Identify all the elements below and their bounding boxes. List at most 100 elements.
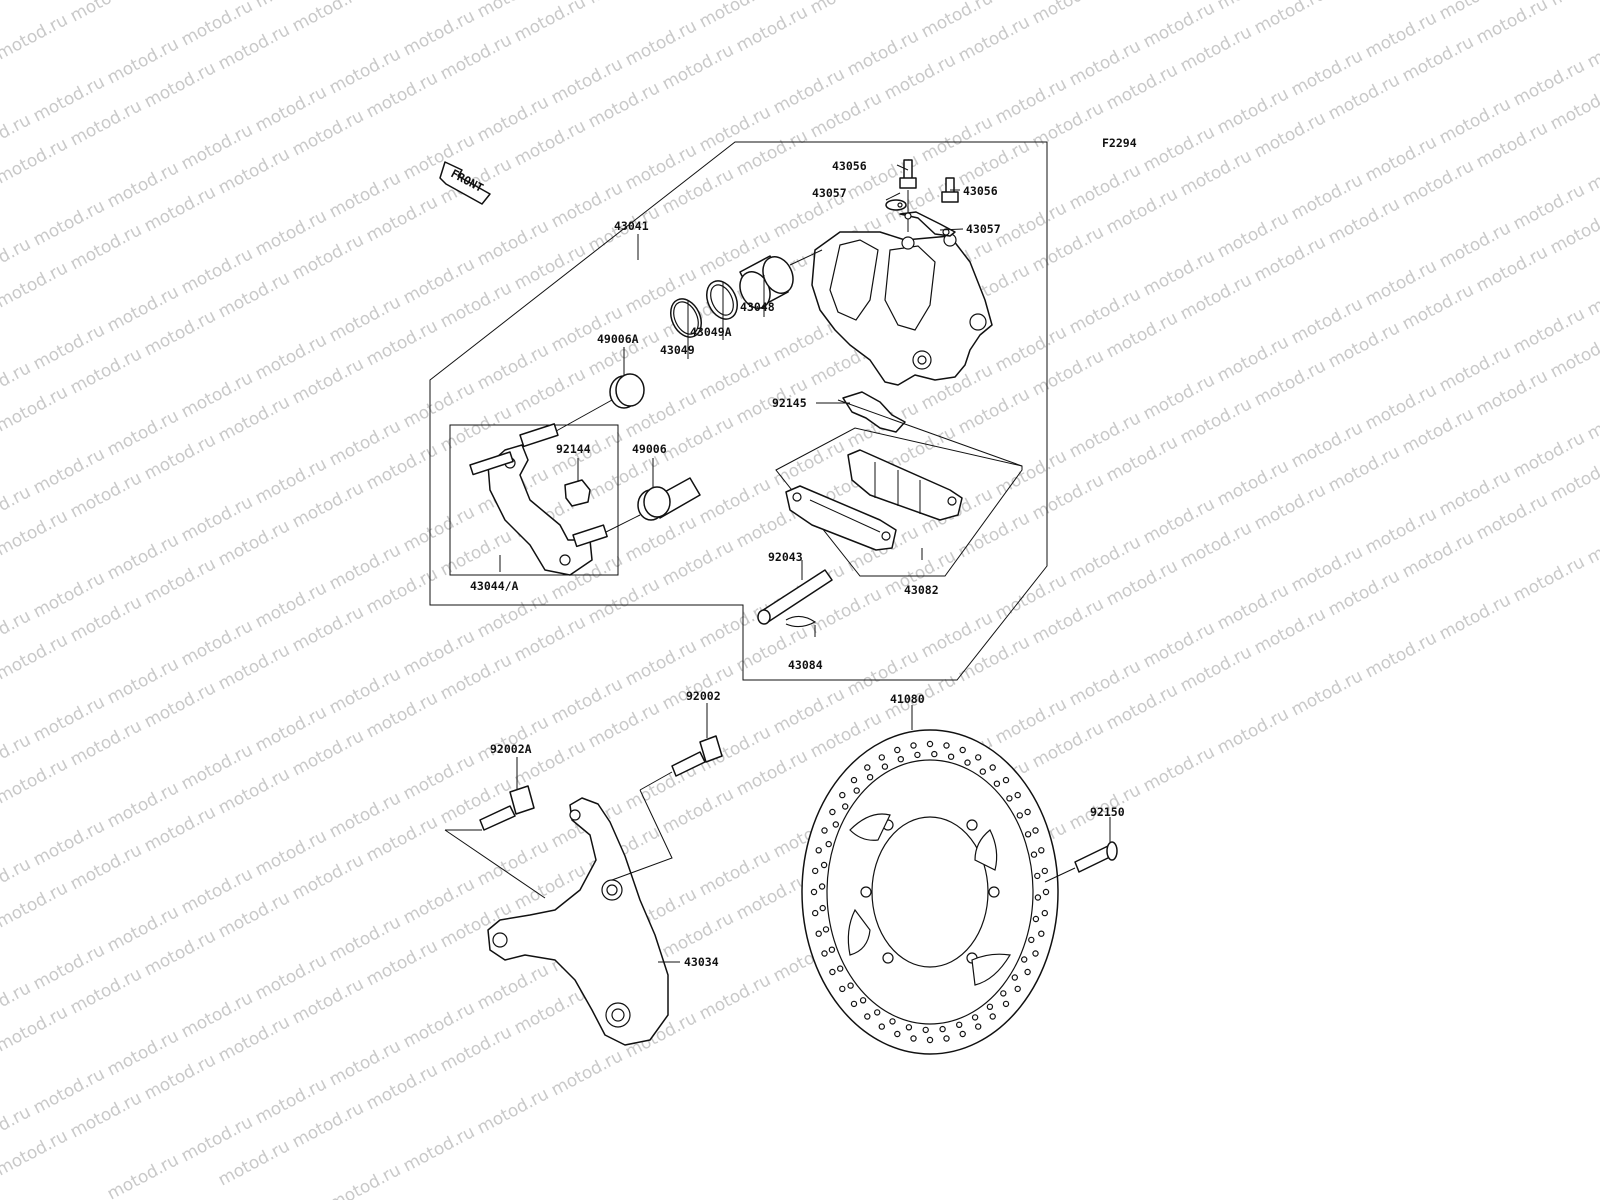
mount-bolt-a bbox=[479, 785, 535, 831]
label-92002: 92002 bbox=[686, 689, 721, 703]
disc-vent-hole bbox=[1041, 867, 1049, 875]
caliper-mount-plate bbox=[444, 789, 673, 1046]
brake-pad-rear bbox=[847, 449, 963, 521]
disc-vent-hole bbox=[894, 1030, 901, 1038]
disc-vent-hole bbox=[889, 1018, 896, 1025]
disc-vent-hole bbox=[979, 768, 987, 775]
disc-vent-hole bbox=[1034, 894, 1042, 901]
watermark-text: motod.ru bbox=[67, 0, 145, 26]
label-92150: 92150 bbox=[1090, 805, 1125, 819]
brake-pad-front bbox=[785, 485, 897, 551]
leader-lines bbox=[499, 164, 1111, 963]
disc-vent-hole bbox=[821, 950, 828, 957]
disc-vent-hole bbox=[878, 1023, 886, 1030]
label-43044a: 43044/A bbox=[470, 579, 519, 593]
diagram-code: F2294 bbox=[1102, 136, 1137, 150]
label-43049: 43049 bbox=[660, 343, 695, 357]
disc-vent-hole bbox=[829, 968, 836, 976]
watermark-text: motod.ru bbox=[1584, 142, 1600, 196]
disc-vent-hole bbox=[943, 1035, 950, 1042]
disc-vent-hole bbox=[947, 753, 955, 760]
watermark-text: motod.ru bbox=[1436, 590, 1514, 644]
disc-vent-hole bbox=[975, 1023, 982, 1030]
watermark-text: motod.ru bbox=[0, 10, 71, 64]
bleeder-valve-2 bbox=[941, 177, 959, 203]
label-43057-top: 43057 bbox=[812, 186, 847, 200]
disc-vent-hole bbox=[812, 909, 819, 917]
mount-bolt bbox=[639, 735, 723, 791]
disc-vent-hole bbox=[864, 1013, 871, 1020]
watermark-text: motod.ru bbox=[1547, 0, 1600, 10]
watermark-text: motod.ru bbox=[0, 134, 71, 188]
watermark-text: motod.ru bbox=[1584, 266, 1600, 320]
disc-vent-hole bbox=[922, 1026, 929, 1034]
disc-vent-hole bbox=[914, 751, 921, 759]
watermark-text: motod.ru bbox=[1584, 390, 1600, 444]
disc-vent-hole bbox=[1011, 974, 1019, 981]
disc-vent-hole bbox=[822, 926, 830, 933]
slide-pin-boot bbox=[599, 477, 701, 536]
watermark-text: motod.ru bbox=[1362, 628, 1440, 682]
disc-vent-hole bbox=[810, 888, 818, 896]
disc-vent-hole bbox=[1034, 872, 1041, 880]
disc-vent-hole bbox=[850, 776, 858, 784]
disc-vent-hole bbox=[829, 808, 836, 816]
disc-vent-hole bbox=[1041, 909, 1049, 917]
disc-vent-hole bbox=[839, 985, 846, 993]
disc-vent-hole bbox=[989, 1013, 996, 1020]
label-49006a: 49006A bbox=[597, 332, 639, 346]
disc-vent-hole bbox=[964, 759, 971, 766]
label-43056-right: 43056 bbox=[963, 184, 998, 198]
watermark-text: motod.ru bbox=[511, 0, 589, 46]
disc-vent-hole bbox=[975, 754, 982, 761]
label-43056-top: 43056 bbox=[832, 159, 867, 173]
disc-vent-hole bbox=[850, 1000, 858, 1008]
watermark-text: motod.ru bbox=[807, 0, 885, 18]
disc-vent-hole bbox=[1024, 968, 1031, 976]
disc-vent-hole bbox=[971, 1014, 979, 1021]
label-49006: 49006 bbox=[632, 442, 667, 456]
label-43082: 43082 bbox=[904, 583, 939, 597]
disc-vent-hole bbox=[1020, 956, 1028, 963]
label-43041: 43041 bbox=[614, 219, 649, 233]
pad-pin-clip bbox=[785, 615, 817, 628]
watermark-text: motod.ru bbox=[0, 1126, 71, 1180]
disc-vent-hole bbox=[959, 746, 966, 754]
disc-vent-hole bbox=[1014, 985, 1021, 993]
caliper-assembly-outline bbox=[429, 141, 1048, 681]
pad-spring-clip bbox=[564, 479, 591, 507]
label-43034: 43034 bbox=[684, 955, 719, 969]
watermark-text: motod.ru bbox=[1251, 0, 1329, 38]
disc-vent-hole bbox=[956, 1021, 963, 1029]
watermark-text: motod.ru bbox=[0, 878, 71, 932]
disc-vent-hole bbox=[866, 774, 874, 781]
anti-rattle-spring bbox=[842, 391, 906, 433]
disc-vent-hole bbox=[819, 904, 826, 912]
disc-vent-hole bbox=[1006, 795, 1013, 802]
label-92145: 92145 bbox=[772, 396, 807, 410]
disc-vent-hole bbox=[931, 750, 938, 758]
watermark-text: motod.ru bbox=[1140, 742, 1218, 796]
disc-vent-hole bbox=[1032, 950, 1039, 957]
disc-bolt bbox=[1044, 841, 1118, 883]
disc-vent-hole bbox=[959, 1030, 966, 1038]
watermark-text: motod.ru bbox=[326, 1160, 404, 1200]
dust-seal bbox=[670, 298, 702, 338]
disc-vent-hole bbox=[812, 867, 819, 875]
disc-vent-hole bbox=[943, 742, 950, 749]
disc-vent-hole bbox=[837, 965, 844, 972]
disc-vent-hole bbox=[842, 803, 849, 810]
disc-vent-hole bbox=[1014, 791, 1021, 799]
disc-vent-hole bbox=[910, 1035, 917, 1042]
piston-seal bbox=[706, 280, 738, 320]
disc-vent-hole bbox=[986, 1003, 994, 1011]
disc-vent-hole bbox=[1002, 776, 1010, 784]
disc-vent-hole bbox=[926, 1036, 934, 1044]
disc-vent-hole bbox=[910, 742, 917, 749]
disc-vent-hole bbox=[1032, 915, 1040, 923]
disc-vent-hole bbox=[828, 946, 836, 953]
watermark-text: motod.ru bbox=[0, 506, 71, 560]
caliper-bracket bbox=[469, 423, 608, 576]
watermark-text: motod.ru bbox=[400, 1122, 478, 1176]
watermark-text: motod.ru bbox=[548, 1046, 626, 1100]
